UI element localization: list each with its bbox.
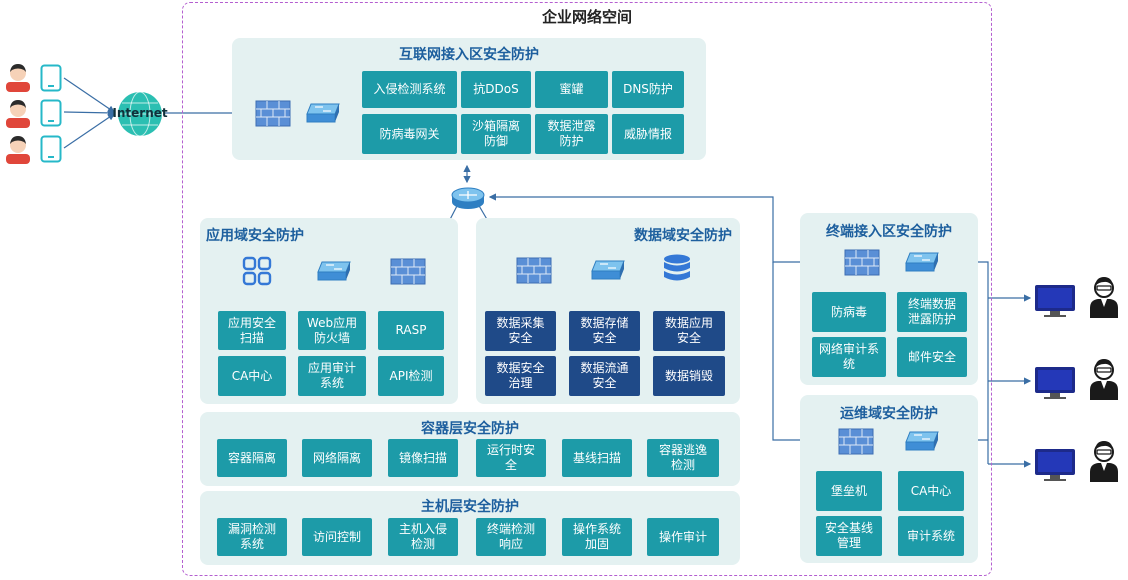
app-zone-title: 应用域安全防护 xyxy=(206,228,304,244)
user-icon xyxy=(6,136,30,164)
admin-user-icon xyxy=(1090,359,1118,400)
data-application-tile: 数据应用 安全 xyxy=(653,311,725,351)
waf-tile: Web应用 防火墙 xyxy=(298,311,366,350)
network-switch-icon xyxy=(905,431,939,451)
data-governance-tile: 数据安全 治理 xyxy=(485,356,556,396)
firewall-icon xyxy=(390,258,426,285)
admin-user-icon xyxy=(1090,277,1118,318)
dns-protection-tile: DNS防护 xyxy=(612,71,684,108)
admin-user-icon xyxy=(1090,441,1118,482)
data-storage-tile: 数据存储 安全 xyxy=(569,311,640,351)
terminal-antivirus-tile: 防病毒 xyxy=(812,292,886,332)
baseline-scan-tile: 基线扫描 xyxy=(562,439,632,477)
mobile-device-icon xyxy=(40,135,62,163)
container-isolation-tile: 容器隔离 xyxy=(217,439,287,477)
host-intrusion-tile: 主机入侵 检测 xyxy=(388,518,458,556)
data-destruction-tile: 数据销毁 xyxy=(653,356,725,396)
network-switch-icon xyxy=(905,252,939,272)
access-control-tile: 访问控制 xyxy=(302,518,372,556)
enterprise-network-frame xyxy=(182,2,992,576)
image-scan-tile: 镜像扫描 xyxy=(388,439,458,477)
terminal-zone-title: 终端接入区安全防护 xyxy=(826,224,952,240)
rasp-tile: RASP xyxy=(378,311,444,350)
monitor-icon xyxy=(1035,285,1075,317)
internet-zone-title: 互联网接入区安全防护 xyxy=(399,47,539,63)
router-icon xyxy=(451,187,485,209)
email-security-tile: 邮件安全 xyxy=(897,337,967,377)
monitor-icon xyxy=(1035,449,1075,481)
sandbox-tile: 沙箱隔离 防御 xyxy=(461,114,531,154)
app-security-scan-tile: 应用安全 扫描 xyxy=(218,311,286,350)
firewall-icon xyxy=(844,249,880,276)
operation-audit-tile: 操作审计 xyxy=(647,518,719,556)
antivirus-gateway-tile: 防病毒网关 xyxy=(362,114,457,154)
data-collection-tile: 数据采集 安全 xyxy=(485,311,556,351)
anti-ddos-tile: 抗DDoS xyxy=(461,71,531,108)
idps-tile: 入侵检测系统 xyxy=(362,71,457,108)
firewall-icon xyxy=(838,428,874,455)
mobile-device-icon xyxy=(40,99,62,127)
ops-ca-center-tile: CA中心 xyxy=(898,471,964,511)
host-zone-title: 主机层安全防护 xyxy=(421,499,519,515)
ops-zone-title: 运维域安全防护 xyxy=(840,406,938,422)
user-icon xyxy=(6,100,30,128)
dlp-tile: 数据泄露 防护 xyxy=(535,114,608,154)
runtime-security-tile: 运行时安 全 xyxy=(476,439,546,477)
data-circulation-tile: 数据流通 安全 xyxy=(569,356,640,396)
app-audit-tile: 应用审计 系统 xyxy=(298,356,366,396)
baseline-management-tile: 安全基线 管理 xyxy=(816,516,882,556)
network-switch-icon xyxy=(591,260,625,280)
enterprise-title: 企业网络空间 xyxy=(541,8,632,26)
internet-label: Internet xyxy=(112,106,168,120)
mobile-device-icon xyxy=(40,64,62,92)
terminal-dlp-tile: 终端数据 泄露防护 xyxy=(897,292,967,332)
firewall-icon xyxy=(255,100,291,127)
database-icon xyxy=(664,254,690,281)
bastion-host-tile: 堡垒机 xyxy=(816,471,882,511)
user-icon xyxy=(6,64,30,92)
network-isolation-tile: 网络隔离 xyxy=(302,439,372,477)
threat-intel-tile: 威胁情报 xyxy=(612,114,684,154)
network-audit-tile: 网络审计系 统 xyxy=(812,337,886,377)
audit-system-tile: 审计系统 xyxy=(898,516,964,556)
data-zone-title: 数据域安全防护 xyxy=(634,228,732,244)
edr-tile: 终端检测 响应 xyxy=(476,518,546,556)
firewall-icon xyxy=(516,257,552,284)
app-grid-icon xyxy=(242,256,272,286)
network-switch-icon xyxy=(306,103,340,123)
container-zone-title: 容器层安全防护 xyxy=(421,421,519,437)
os-hardening-tile: 操作系统 加固 xyxy=(562,518,632,556)
api-detection-tile: API检测 xyxy=(378,356,444,396)
container-escape-tile: 容器逃逸 检测 xyxy=(647,439,719,477)
monitor-icon xyxy=(1035,367,1075,399)
internet-globe-icon xyxy=(118,91,162,137)
vuln-detection-tile: 漏洞检测 系统 xyxy=(217,518,287,556)
honeypot-tile: 蜜罐 xyxy=(535,71,608,108)
network-switch-icon xyxy=(317,261,351,281)
ca-center-tile: CA中心 xyxy=(218,356,286,396)
